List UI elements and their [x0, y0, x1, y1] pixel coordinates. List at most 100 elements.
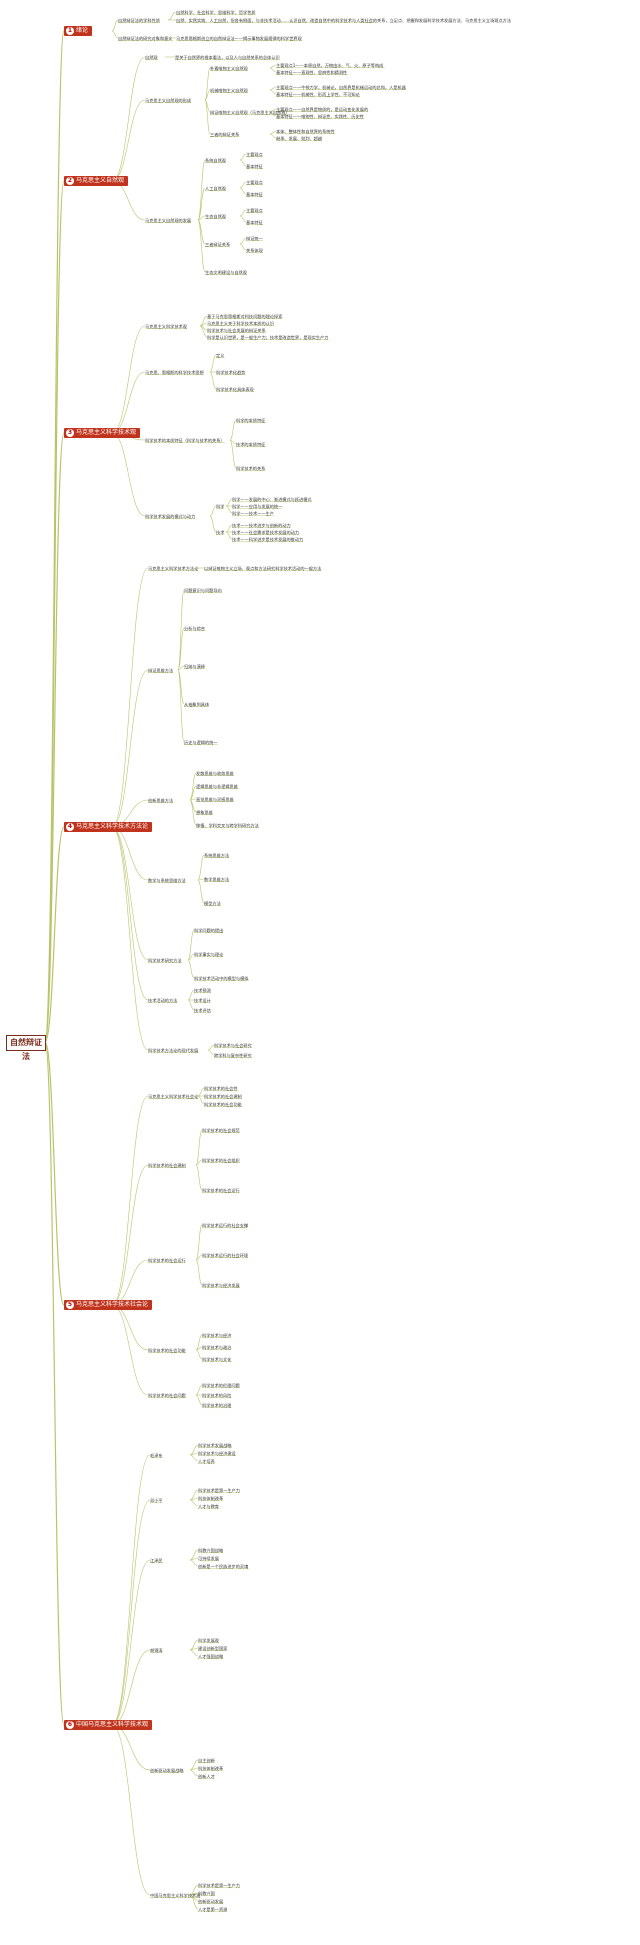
leaf-node[interactable]: 创新驱动发展: [198, 1898, 224, 1904]
section-node[interactable]: 毛泽东: [150, 1452, 163, 1458]
leaf-node[interactable]: 科学技术的社会建制: [204, 1093, 242, 1099]
leaf-node[interactable]: 科学技术发展战略: [198, 1442, 232, 1448]
section-node[interactable]: 创新驱动发展战略: [150, 1767, 184, 1773]
section-node[interactable]: 邓小平: [150, 1497, 163, 1503]
leaf-node[interactable]: 基本特征: [246, 163, 263, 169]
subsection-node[interactable]: 科学的本质特征: [236, 417, 266, 423]
leaf-node[interactable]: 基本特征: [246, 219, 263, 225]
subsection-node[interactable]: 系统自然观: [205, 157, 226, 163]
section-node[interactable]: 科学技术的社会问题: [148, 1392, 186, 1398]
leaf-node[interactable]: 技术——技术进步与创新的动力: [232, 522, 291, 528]
leaf-node[interactable]: 主要观点1——本原自然，万物由水、气、火、原子等构成: [276, 62, 384, 68]
subsection-node[interactable]: 技术评估: [194, 1007, 211, 1013]
subsection-node[interactable]: 技术: [216, 529, 225, 535]
leaf-node[interactable]: 以辩证唯物主义立场、观点和方法研究科学技术活动的一般方法: [204, 565, 322, 571]
leaf-node[interactable]: 关系体现: [246, 247, 263, 253]
subsection-node[interactable]: 历史与逻辑的统一: [184, 739, 218, 745]
section-node[interactable]: 马克思主义科学技术观: [145, 323, 187, 329]
subsection-node[interactable]: 科学技术的社会规范: [202, 1127, 240, 1133]
subsection-node[interactable]: 移植、学科交叉与跨学科研究方法: [196, 822, 259, 828]
subsection-node[interactable]: 科学问题的提出: [194, 927, 224, 933]
section-node[interactable]: 自然辩证法的研究对象和意义: [118, 35, 173, 41]
section-node[interactable]: 科学技术发展的模式与动力: [145, 513, 196, 519]
subsection-node[interactable]: 三者辩证关系: [205, 241, 231, 247]
leaf-node[interactable]: 基本特征——机械性、形而上学性、不可知论: [276, 91, 360, 97]
section-node[interactable]: 马克思主义科学技术社会论: [148, 1093, 199, 1099]
leaf-node[interactable]: 继承、发展、批判、超越: [276, 135, 323, 141]
subsection-node[interactable]: 人工自然观: [205, 185, 226, 191]
leaf-node[interactable]: 主要观点: [246, 179, 263, 185]
subsection-node[interactable]: 科学技术运行的社会支撑: [202, 1222, 249, 1228]
subsection-node[interactable]: 系统思维方法: [204, 852, 230, 858]
subsection-node[interactable]: 生态文明建设与自然观: [205, 269, 247, 275]
section-node[interactable]: 科学技术研究方法: [148, 957, 182, 963]
subsection-node[interactable]: 机械唯物主义自然观: [210, 87, 248, 93]
leaf-node[interactable]: 人才与教育: [198, 1503, 219, 1509]
subsection-node[interactable]: 科学技术与政治: [202, 1344, 232, 1350]
subsection-node[interactable]: 发散思维与收敛思维: [196, 770, 234, 776]
section-node[interactable]: 马克思主义自然观的发展: [145, 217, 192, 223]
leaf-node[interactable]: 基本特征——唯物性、辩证性、实践性、历史性: [276, 113, 364, 119]
subsection-node[interactable]: 跨学科与复杂性研究: [214, 1052, 252, 1058]
subsection-node[interactable]: 科学技术与经济: [202, 1332, 232, 1338]
subsection-node[interactable]: 科学技术的社会组织: [202, 1157, 240, 1163]
subsection-node[interactable]: 科学技术的关系: [236, 465, 266, 471]
section-node[interactable]: 马克思主义自然观的形成: [145, 97, 192, 103]
subsection-node[interactable]: 想象思维: [196, 809, 213, 815]
subsection-node[interactable]: 数学思维方法: [204, 876, 230, 882]
leaf-node[interactable]: 科学——应用与发展的统一: [232, 503, 283, 509]
leaf-node[interactable]: 主要观点: [246, 207, 263, 213]
subsection-node[interactable]: 定义: [216, 352, 225, 358]
subsection-node[interactable]: 技术设计: [194, 997, 211, 1003]
subsection-node[interactable]: 问题意识与问题导向: [184, 587, 222, 593]
section-node[interactable]: 中国马克思主义科学技术观: [150, 1892, 201, 1898]
section-node[interactable]: 自然辩证法的学科性质: [118, 17, 160, 23]
leaf-node[interactable]: 是关于自然界的根本看法，以及人与自然关系的总体认识: [175, 54, 280, 60]
leaf-node[interactable]: 科教兴国: [198, 1890, 215, 1896]
subsection-node[interactable]: 科学技术与经济发展: [202, 1282, 240, 1288]
leaf-node[interactable]: 创新是一个民族进步的灵魂: [198, 1563, 249, 1569]
section-node[interactable]: 科学技术的社会功能: [148, 1347, 186, 1353]
leaf-node[interactable]: 科学——发展的中心：渐进模式与跃进模式: [232, 496, 312, 502]
leaf-node[interactable]: 人才强国战略: [198, 1653, 224, 1659]
section-node[interactable]: 马克思主义科学技术方法论: [148, 565, 199, 571]
section-node[interactable]: 江泽民: [150, 1557, 163, 1563]
subsection-node[interactable]: 科学技术与社会研究: [214, 1042, 252, 1048]
leaf-node[interactable]: 马克思恩格斯创立的自然辩证法——揭示事物发展规律的科学世界观: [176, 35, 302, 41]
subsection-node[interactable]: 科学技术化具体表现: [216, 386, 254, 392]
leaf-node[interactable]: 技术——社会需求是技术发展的动力: [232, 529, 300, 535]
subsection-node[interactable]: 技术预测: [194, 987, 211, 993]
subsection-node[interactable]: 逻辑思维与非逻辑思维: [196, 783, 238, 789]
leaf-node[interactable]: 科学技术是第一生产力: [198, 1882, 240, 1888]
subsection-node[interactable]: 从抽象到具体: [184, 701, 210, 707]
subsection-node[interactable]: 技术的本质特征: [236, 441, 266, 447]
subsection-node[interactable]: 科学技术化趋势: [216, 369, 246, 375]
leaf-node[interactable]: 本体、整体性和自然界的系统性: [276, 128, 335, 134]
section-node[interactable]: 马克思、恩格斯的科学技术思想: [145, 369, 204, 375]
section-node[interactable]: 科学技术的社会运行: [148, 1257, 186, 1263]
leaf-node[interactable]: 科学技术与经济建设: [198, 1450, 236, 1456]
subsection-node[interactable]: 模型方法: [204, 900, 221, 906]
section-node[interactable]: 辩证思维方法: [148, 667, 174, 673]
subsection-node[interactable]: 辩证唯物主义自然观（马克思主义自然观）: [210, 109, 290, 115]
leaf-node[interactable]: 科学发展观: [198, 1637, 219, 1643]
leaf-node[interactable]: 科学技术与社会发展的辩证关系: [207, 327, 266, 333]
subsection-node[interactable]: 朴素唯物主义自然观: [210, 65, 248, 71]
section-node[interactable]: 创新思维方法: [148, 797, 174, 803]
leaf-node[interactable]: 技术——科学进步是技术发展的推动力: [232, 536, 304, 542]
subsection-node[interactable]: 科学技术与文化: [202, 1356, 232, 1362]
leaf-node[interactable]: 科学是认识世界，是一般生产力；技术是改造世界，是现实生产力: [207, 334, 329, 340]
subsection-node[interactable]: 三者的辩证关系: [210, 131, 240, 137]
leaf-node[interactable]: 科学技术是第一生产力: [198, 1487, 240, 1493]
leaf-node[interactable]: 自然、实然实践、人工自然，但各有侧面，与非技术活动……认识自然、改造自然中的科学…: [176, 17, 512, 23]
subsection-node[interactable]: 科学: [216, 503, 225, 509]
section-node[interactable]: 胡锦涛: [150, 1647, 163, 1653]
leaf-node[interactable]: 主要观点——牛顿力学，机械论，自然界是机械运动的总和，人是机器: [276, 84, 406, 90]
leaf-node[interactable]: 主要观点——自然界是物质的，是运动变化发展的: [276, 106, 369, 112]
section-node[interactable]: 科学技术的社会建制: [148, 1162, 186, 1168]
leaf-node[interactable]: 人才培养: [198, 1458, 215, 1464]
